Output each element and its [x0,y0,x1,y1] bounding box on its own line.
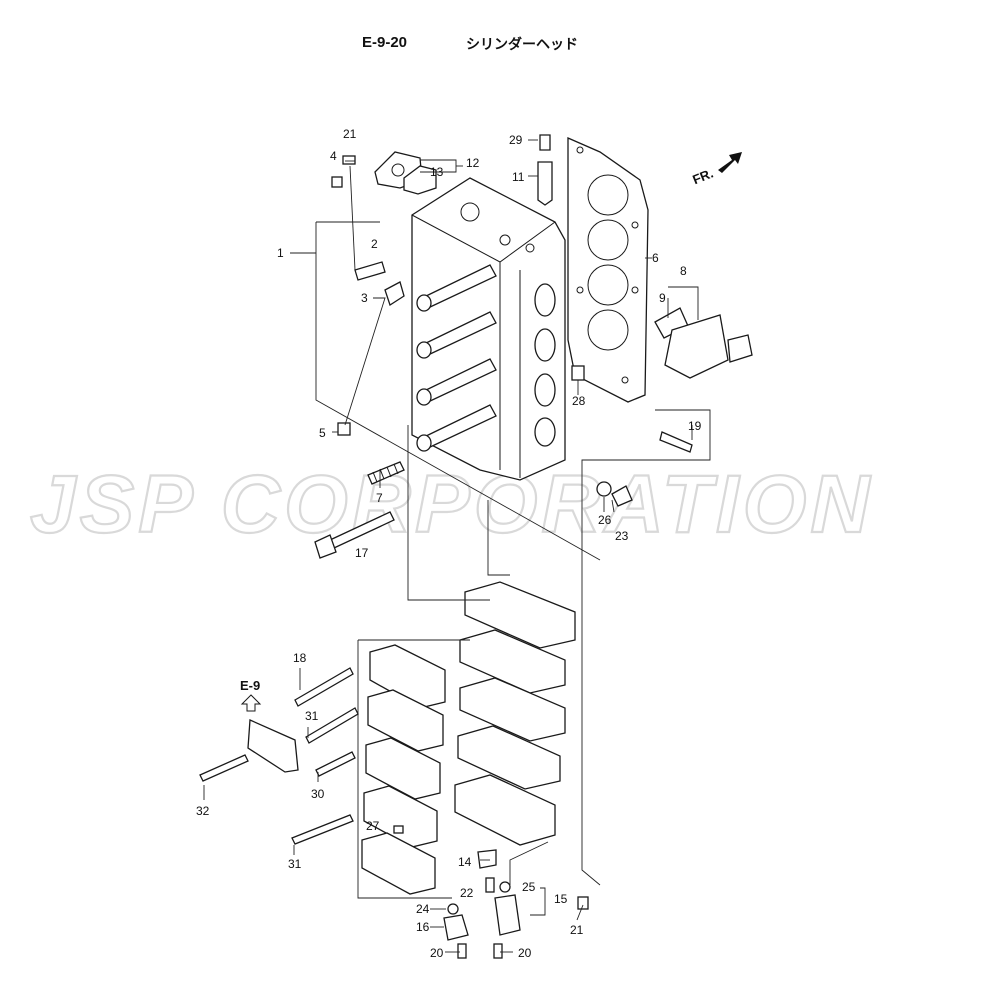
reference-label: E-9 [240,678,260,693]
callout-31-lower: 31 [288,857,302,871]
callout-4: 4 [330,149,337,163]
callout-9: 9 [659,291,666,305]
small-parts-top [331,134,633,507]
callout-22: 22 [460,886,474,900]
leader-lines [203,139,711,953]
callout-32: 32 [196,804,210,818]
bottom-parts [393,825,589,959]
front-direction-arrow: FR. [690,152,742,187]
callout-6: 6 [652,251,659,265]
head-gasket [567,137,649,403]
callout-3: 3 [361,291,368,305]
up-arrow-icon [240,694,262,712]
page-code: E-9-20 [362,34,408,51]
callout-1: 1 [277,246,284,260]
callout-20-left: 20 [430,946,444,960]
watermark: JSP CORPORATION [30,459,874,550]
cam-caps [361,581,576,895]
callout-16: 16 [416,920,430,934]
callout-18: 18 [293,651,307,665]
callout-30: 30 [311,787,325,801]
callout-31-upper: 31 [305,709,319,723]
callout-5: 5 [319,426,326,440]
callout-27: 27 [366,819,380,833]
thermostat-cover [374,151,437,195]
callout-13: 13 [430,165,444,179]
reference-e9[interactable]: E-9 [240,678,262,712]
page-title: シリンダーヘッド [466,37,578,53]
callout-17: 17 [355,546,369,560]
callout-19: 19 [688,419,702,433]
callout-11: 11 [512,170,525,184]
callout-7: 7 [376,491,383,505]
spring-and-bolt [314,461,405,559]
callout-29: 29 [509,133,523,147]
callout-20-right: 20 [518,946,532,960]
callout-26: 26 [598,513,612,527]
callout-2: 2 [371,237,378,251]
callout-14: 14 [458,855,472,869]
callout-28: 28 [572,394,586,408]
cylinder-head [411,177,566,481]
callout-21-top: 21 [343,127,357,141]
callout-15: 15 [554,892,568,906]
bolts-left [199,667,359,845]
oil-control-valve [654,307,753,453]
front-label: FR. [690,166,715,188]
callout-21-bottom: 21 [570,923,584,937]
callout-numbers: 21 4 1 2 3 5 12 13 29 11 6 8 9 28 19 7 2… [196,127,702,960]
callout-8: 8 [680,264,687,278]
callout-24: 24 [416,902,430,916]
callout-12: 12 [466,156,480,170]
callout-23: 23 [615,529,629,543]
callout-25: 25 [522,880,536,894]
